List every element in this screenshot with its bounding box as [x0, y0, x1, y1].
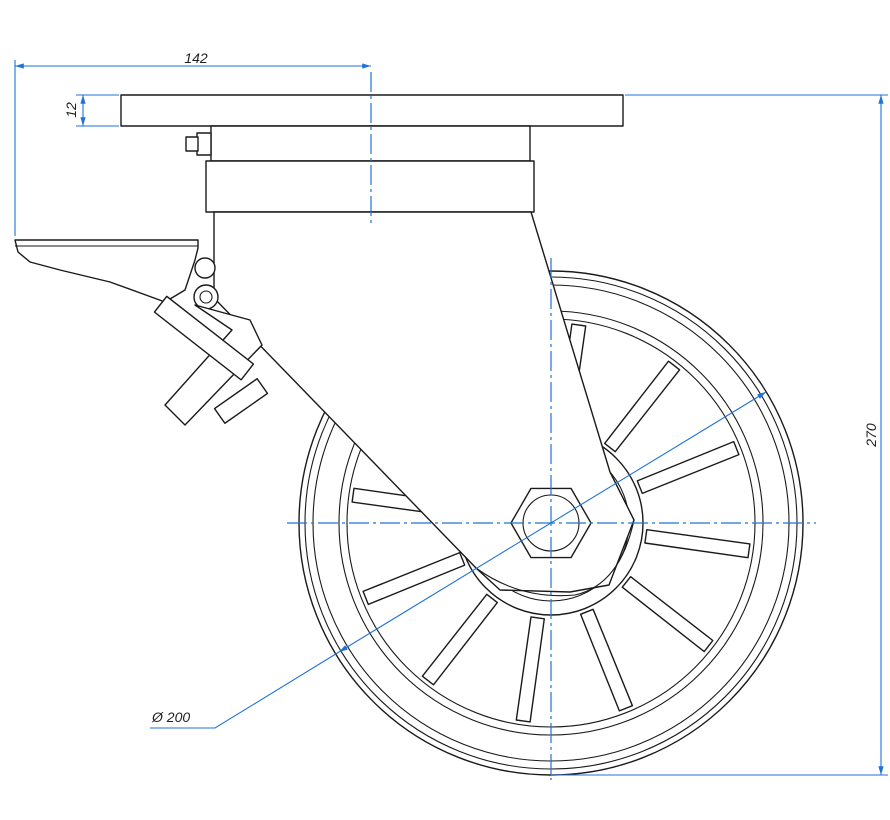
dimension-text-wheel-diameter: Ø 200: [151, 709, 190, 725]
brake-linkage: [164, 304, 263, 426]
brake-shoe-pad: [213, 378, 269, 424]
dimension-text-plate-width: 142: [184, 50, 208, 66]
dimension-total-height: 270: [551, 94, 888, 776]
brake-pedal: [14, 239, 199, 303]
brake-pivot-upper: [194, 257, 216, 279]
dimension-plate-thickness: 12: [63, 94, 119, 127]
dimension-wheel-diameter: Ø 200: [150, 391, 767, 729]
dimension-text-total-height: 270: [863, 423, 879, 448]
dimension-text-plate-thickness: 12: [63, 102, 79, 118]
brake-assembly: [14, 239, 269, 426]
dimension-plate-width: 142: [14, 50, 371, 236]
grease-nipple: [185, 132, 212, 156]
swivel-bearing-lower: [205, 160, 535, 213]
top-plate: [120, 94, 624, 127]
brake-shoe-rod: [153, 295, 255, 381]
